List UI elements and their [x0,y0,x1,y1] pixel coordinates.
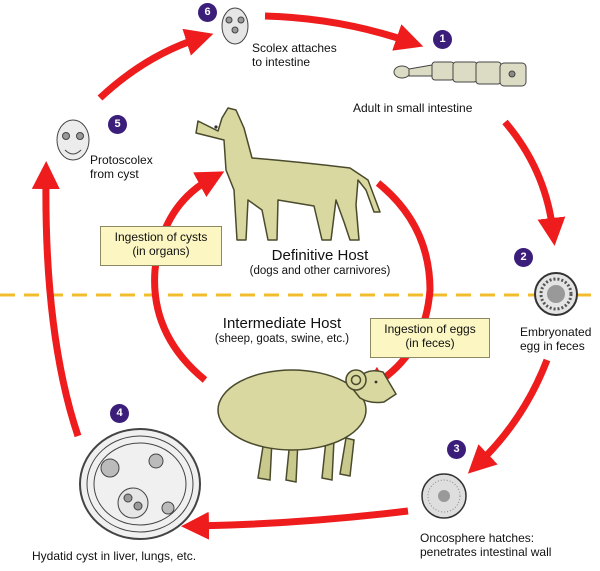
arrow-1-to-2 [502,119,566,246]
stage-badge-3: 3 [447,440,466,459]
dog-illustration [195,107,381,241]
arrow-4-to-5 [31,161,82,438]
stage-badge-2: 2 [514,248,533,267]
intermediate-host-title: Intermediate Host [222,315,342,332]
arrow-sheep-to-dog [151,171,225,383]
stage-badge-6: 6 [198,3,217,22]
definitive-host-subtitle: (dogs and other carnivores) [249,265,391,277]
egg-icon [534,272,578,316]
outer-cycle-arrows [31,12,566,540]
stage-label-4: Hydatid cyst in liver, lungs, etc. [32,549,197,563]
stage-badge-1: 1 [433,30,452,49]
stage-label-1: Adult in small intestine [353,101,473,115]
scolex-icon [221,7,249,45]
oncosphere-icon [421,473,467,519]
adult-tapeworm-icon [393,61,527,87]
definitive-host-title: Definitive Host [271,247,369,264]
inner-host-arrows [151,171,434,394]
stage-badge-4: 4 [110,404,129,423]
intermediate-host-subtitle: (sheep, goats, swine, etc.) [214,333,350,345]
sheep-illustration [217,369,398,483]
protoscolex-icon [56,119,90,161]
stage-badge-5: 5 [108,115,127,134]
arrow-2-to-3 [467,358,551,474]
ingestion-of-cysts-box: Ingestion of cysts(in organs) [100,226,222,266]
arrow-3-to-4 [181,507,409,540]
arrow-5-to-6 [97,28,214,101]
hydatid-cyst-icon [79,428,201,540]
ingestion-of-eggs-box: Ingestion of eggs(in feces) [370,318,490,358]
arrow-6-to-1 [264,12,424,51]
stage-label-3: Oncosphere hatches:penetrates intestinal… [420,531,552,559]
arrow-dog-to-sheep [359,180,434,394]
